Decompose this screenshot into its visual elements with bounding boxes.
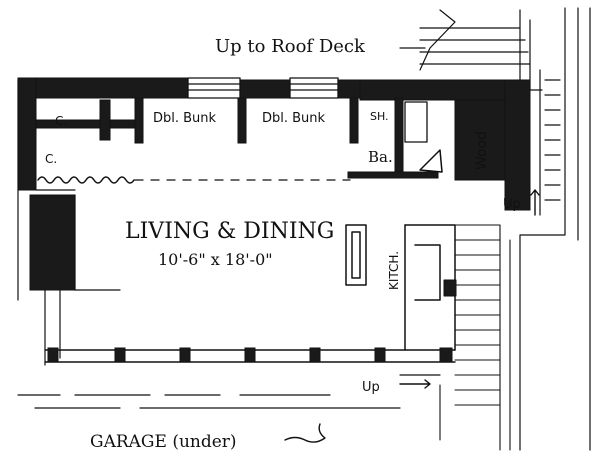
garage-label: GARAGE (under) (90, 432, 237, 452)
bath-label: Ba. (368, 148, 393, 166)
closet-label-2: C. (45, 152, 57, 166)
bunk-label-2: Dbl. Bunk (262, 111, 326, 126)
exterior-walls (17, 77, 531, 291)
right-stair (439, 224, 511, 451)
curtain-line (37, 176, 135, 184)
bath-corner-fixture (419, 149, 443, 173)
roof-deck-label: Up to Roof Deck (215, 36, 366, 57)
room-size-label: 10'-6" x 18'-0" (158, 250, 273, 269)
exterior-lines-right (519, 7, 591, 451)
room-name-label: LIVING & DINING (125, 219, 334, 244)
up-arrow-right (530, 189, 540, 216)
shower-label: SH. (370, 110, 389, 123)
wood-label: Wood (474, 131, 490, 170)
living-room-outline (17, 79, 121, 366)
up-label-bottom: Up (362, 380, 380, 395)
exterior-lines-bottom (17, 374, 441, 409)
garage-squiggle (284, 423, 326, 443)
kitchen-label: KITCH. (387, 251, 401, 290)
windows-top (187, 77, 428, 143)
up-arrow-bottom (399, 379, 431, 389)
roof-deck-stair (419, 9, 543, 91)
up-label-right: Up (503, 197, 521, 212)
porch-rail (44, 347, 456, 363)
closet-label-1: C. (55, 114, 67, 128)
bunk-label-1: Dbl. Bunk (153, 111, 217, 126)
